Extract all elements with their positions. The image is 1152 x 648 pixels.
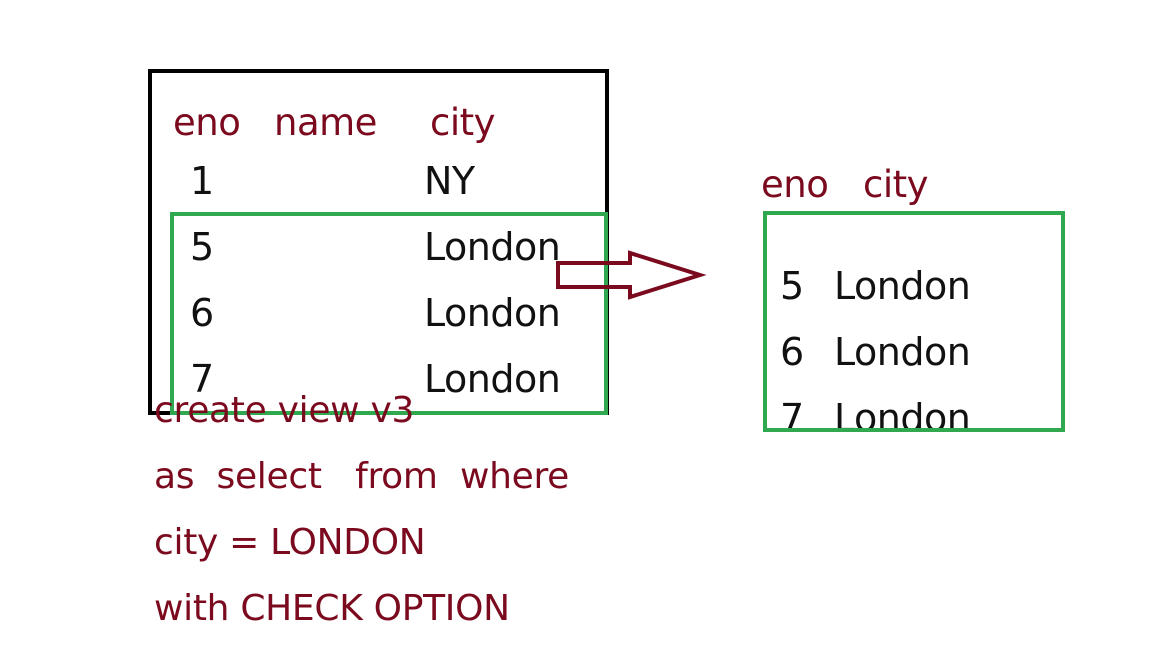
source-row-3-eno: 6 (190, 291, 214, 335)
view-header-city: city (863, 163, 929, 206)
sql-line-3: city = LONDON (154, 522, 426, 563)
sql-line-2: as select from where (154, 456, 570, 497)
source-row-4-city: London (424, 357, 561, 401)
source-row-2-city: London (424, 225, 561, 269)
source-header-city: city (430, 101, 496, 144)
source-row-4-eno: 7 (190, 357, 214, 401)
view-header-eno: eno (761, 163, 829, 206)
selected-rows-highlight (170, 212, 608, 415)
sql-line-1: create view v3 (154, 390, 415, 431)
arrow-outline (556, 250, 707, 300)
source-row-3-city: London (424, 291, 561, 335)
source-header-eno: eno (173, 101, 241, 144)
view-row-1-eno: 5 (780, 264, 804, 308)
source-header-name: name (274, 101, 377, 144)
view-row-2-city: London (834, 330, 971, 374)
sql-line-4: with CHECK OPTION (154, 588, 510, 629)
view-table-border (763, 211, 1065, 432)
view-row-2-eno: 6 (780, 330, 804, 374)
source-row-2-eno: 5 (190, 225, 214, 269)
source-row-1-eno: 1 (190, 159, 214, 203)
view-row-1-city: London (834, 264, 971, 308)
source-row-1-city: NY (424, 159, 475, 203)
arrow-right-icon (556, 250, 707, 300)
